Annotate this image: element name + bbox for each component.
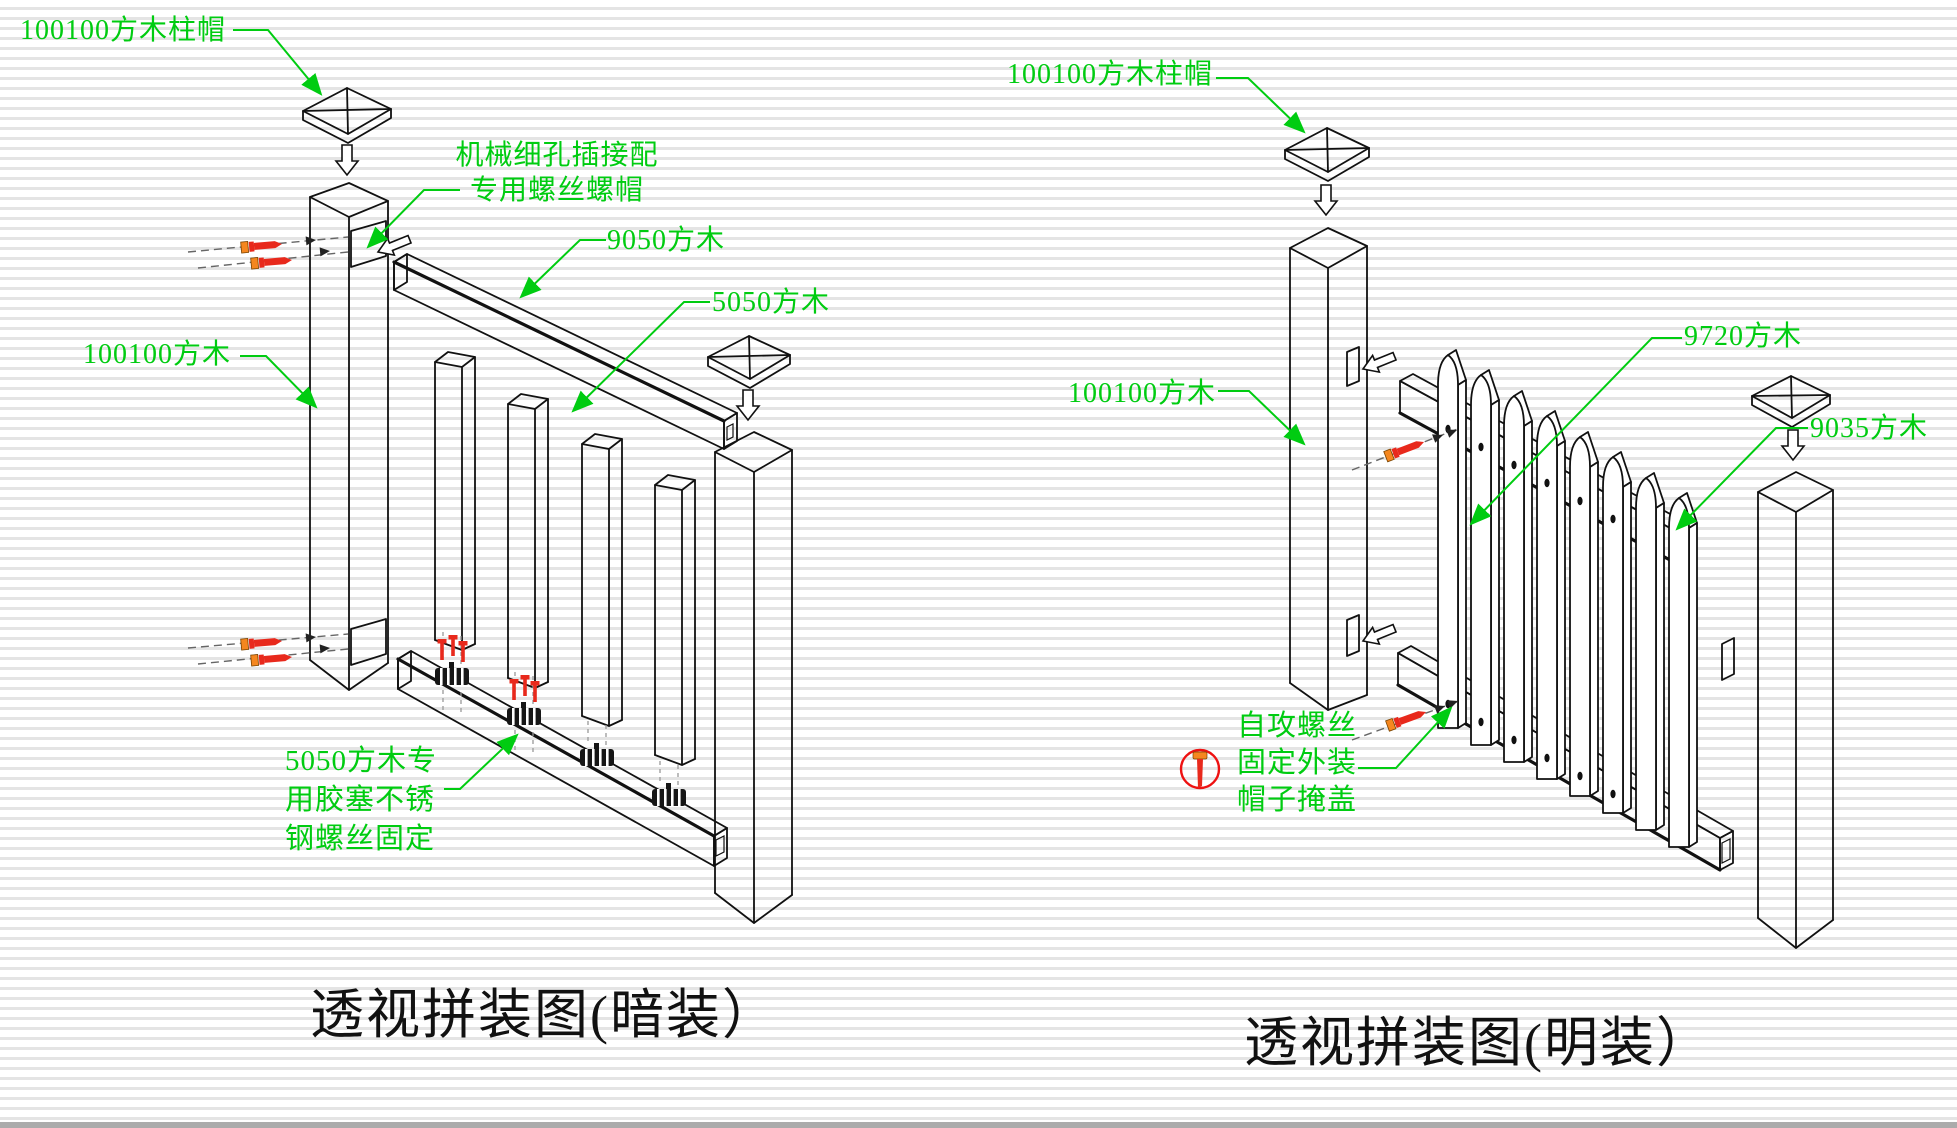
label-joint: 机械细孔插接配 专用螺丝螺帽 xyxy=(455,140,659,206)
screw-icon xyxy=(250,254,293,270)
screw-badge-icon xyxy=(1179,748,1221,790)
label-screw-note: 自攻螺丝 固定外装 帽子掩盖 xyxy=(1237,710,1358,816)
mounting-plate xyxy=(1346,614,1360,657)
baluster-5050 xyxy=(507,393,549,689)
label-rail-9720: 9720方木 xyxy=(1684,321,1803,352)
label-slat-9035: 9035方木 xyxy=(1810,413,1929,444)
picket-slat xyxy=(1569,431,1599,797)
down-arrow-icon xyxy=(736,389,760,421)
mounting-plate xyxy=(1721,637,1735,681)
down-arrow-icon xyxy=(1781,429,1805,461)
picket-slat xyxy=(1536,410,1566,780)
picket-slat xyxy=(1602,451,1632,814)
left-diagram-title: 透视拼装图(暗装） xyxy=(310,985,778,1045)
socket-connector xyxy=(580,721,614,766)
left-diagram-right-cap xyxy=(707,335,791,389)
baluster-5050 xyxy=(581,433,623,727)
page-bottom-edge xyxy=(0,1122,1957,1128)
right-post-cap xyxy=(1284,127,1370,182)
socket-connector xyxy=(435,632,469,714)
right-post-100100 xyxy=(1289,227,1368,711)
left-post-cap xyxy=(302,87,392,144)
label-right-post: 100100方木 xyxy=(1068,378,1217,409)
down-arrow-icon xyxy=(335,144,359,176)
bottom-rail-5050 xyxy=(396,650,728,867)
baluster-5050 xyxy=(654,474,696,766)
picket-slat xyxy=(1470,369,1500,746)
baluster-5050 xyxy=(434,351,476,651)
picket-slat xyxy=(1503,390,1533,763)
screw-icon xyxy=(250,651,293,667)
label-right-cap: 100100方木柱帽 xyxy=(1007,59,1214,90)
screw-icon xyxy=(1383,436,1427,463)
label-left-post: 100100方木 xyxy=(83,339,232,370)
label-left-cap: 100100方木柱帽 xyxy=(20,15,227,46)
left-diagram-right-post xyxy=(714,431,793,924)
right-diagram-title: 透视拼装图(明装） xyxy=(1244,1013,1712,1073)
mounting-plate xyxy=(1346,346,1360,387)
label-top-rail: 9050方木 xyxy=(607,225,726,256)
label-fixing: 5050方木专 用胶塞不锈 钢螺丝固定 xyxy=(285,745,438,855)
screw-axis-top xyxy=(1351,425,1461,471)
socket-connector xyxy=(507,672,541,754)
picket-slat xyxy=(1668,492,1698,848)
insert-direction-arrow-icon xyxy=(1358,347,1399,379)
screw-icon xyxy=(240,635,283,651)
top-rail-9050 xyxy=(392,253,738,450)
insert-direction-arrow-icon xyxy=(1358,619,1399,651)
right-end-post xyxy=(1757,471,1834,949)
label-baluster: 5050方木 xyxy=(712,287,831,318)
screw-icon xyxy=(240,238,283,254)
screw-axis-bottom xyxy=(187,632,349,667)
screw-icon xyxy=(1385,706,1429,732)
picket-slat xyxy=(1635,472,1665,831)
leader-lines xyxy=(233,29,1808,790)
socket-connector xyxy=(652,761,686,806)
left-post-100100 xyxy=(309,182,389,691)
picket-slat xyxy=(1437,349,1467,729)
screw-axis-top xyxy=(187,235,349,270)
down-arrow-icon xyxy=(1314,184,1338,216)
